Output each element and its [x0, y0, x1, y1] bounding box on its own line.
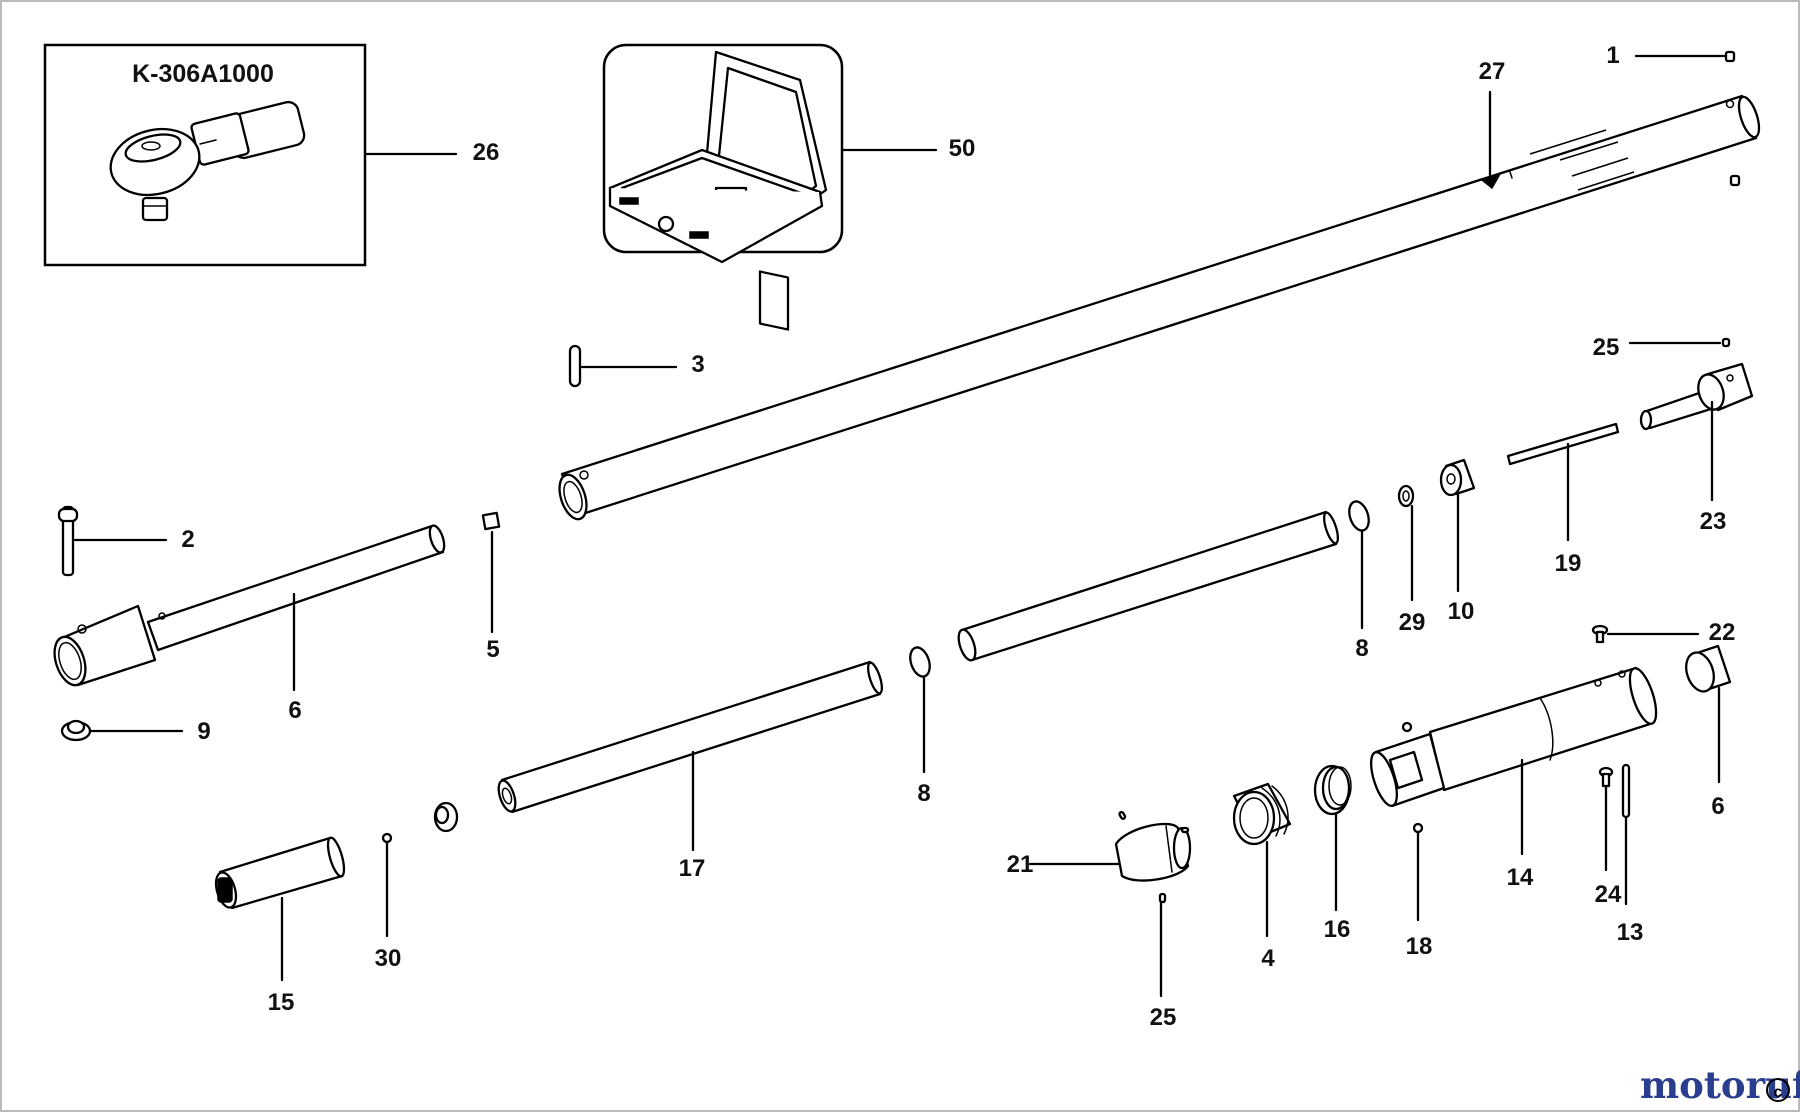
callout-27: 26	[473, 139, 500, 166]
callout-29: 29	[1399, 609, 1426, 636]
callout-6: 6	[1711, 793, 1724, 820]
inner-tube-17	[497, 660, 884, 814]
nut-9	[60, 719, 92, 742]
callout-30: 30	[375, 945, 402, 972]
callout-19: 19	[1555, 550, 1582, 577]
callout-28: 27	[1479, 58, 1506, 85]
ratchet-head-drawing	[109, 100, 306, 222]
disc-8-b	[1348, 500, 1370, 532]
callout-10: 10	[1448, 598, 1475, 625]
body-tube-14	[1369, 666, 1658, 808]
callout-8-upper: 8	[1355, 635, 1368, 662]
rivet-24	[1598, 766, 1614, 788]
square-nut-5	[481, 511, 501, 531]
callout-3: 3	[691, 351, 704, 378]
callout-5: 5	[486, 636, 499, 663]
spring-16	[1313, 764, 1352, 816]
carrying-case-drawing	[608, 50, 828, 331]
callout-14: 14	[1507, 864, 1534, 891]
pin-13	[1621, 763, 1631, 819]
bolt-2	[57, 505, 79, 577]
rod-19	[1506, 422, 1620, 466]
adjust-shaft-23	[1639, 337, 1754, 431]
callout-labels: 1 27 26 50 3 25 2 23 19 10 29 8 5 22 6 9…	[181, 42, 1735, 1031]
callout-23: 23	[1700, 508, 1727, 535]
callout-2: 2	[181, 526, 194, 553]
kit-label: K-306A1000	[132, 60, 274, 88]
callout-17: 17	[679, 855, 706, 882]
knob-21	[1114, 810, 1192, 904]
copyright-icon	[1766, 1078, 1790, 1102]
callout-21: 21	[1007, 851, 1034, 878]
callout-4: 4	[1261, 945, 1275, 972]
callout-16: 16	[1324, 916, 1351, 943]
copyright-letter: c	[1774, 1084, 1783, 1101]
sleeve-4	[1232, 782, 1292, 846]
pin-3	[568, 344, 582, 388]
watermark: motorufe c	[1640, 1063, 1800, 1107]
callout-15: 15	[268, 989, 295, 1016]
ball-30	[381, 832, 393, 844]
screw-1	[1724, 50, 1741, 187]
callout-9: 9	[197, 718, 210, 745]
end-cap-6	[1685, 644, 1732, 693]
disc-8-a	[909, 646, 931, 678]
callout-50: 50	[949, 135, 976, 162]
inner-tube-upper	[957, 510, 1340, 662]
plug-disc	[433, 801, 459, 833]
leader-lines	[73, 54, 1726, 998]
screw-22	[1591, 624, 1609, 644]
washer-29	[1397, 484, 1415, 508]
ball-18	[1412, 822, 1424, 834]
socket-15	[214, 836, 346, 910]
main-tube	[558, 94, 1761, 521]
kit-box: K-306A1000	[43, 43, 367, 267]
callout-1: 1	[1606, 42, 1619, 69]
callout-25: 25	[1150, 1004, 1177, 1031]
callout-22: 22	[1709, 619, 1736, 646]
callout-7: 6	[288, 697, 301, 724]
callout-13: 13	[1617, 919, 1644, 946]
case-box	[602, 43, 844, 331]
handle-tube-7	[53, 524, 446, 687]
callout-26: 25	[1593, 334, 1620, 361]
callout-18: 18	[1406, 933, 1433, 960]
bushing-10	[1439, 458, 1476, 497]
callout-24: 24	[1595, 881, 1622, 908]
callout-8-lower: 8	[917, 780, 930, 807]
